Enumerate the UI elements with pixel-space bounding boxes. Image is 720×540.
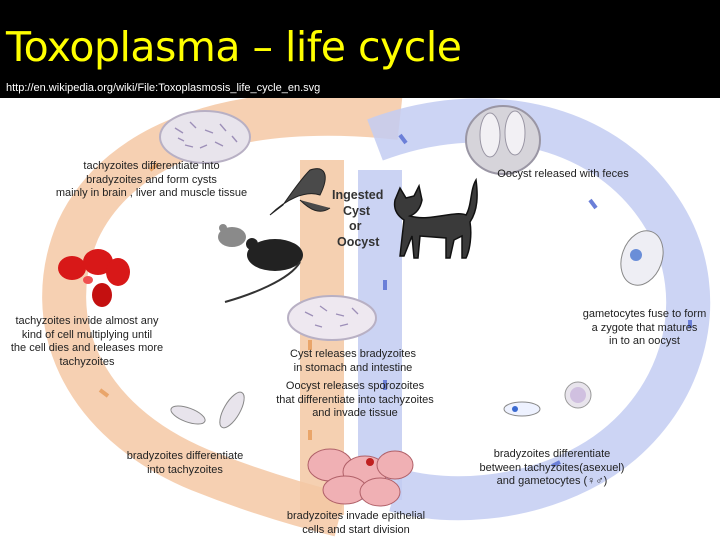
epithelial-cells-icon xyxy=(307,448,414,507)
oocyst-icon xyxy=(465,105,541,175)
title-bar: Toxoplasma – life cycle http://en.wikipe… xyxy=(0,0,720,98)
bird-icon xyxy=(269,168,331,216)
tissue-cyst-icon xyxy=(159,110,251,164)
slide-title: Toxoplasma – life cycle xyxy=(6,23,462,71)
red-blood-cells-icon xyxy=(58,249,130,307)
label-oocyst-released: Oocyst released with feces xyxy=(497,168,629,180)
mouse-icon xyxy=(218,227,246,247)
zygote-icon xyxy=(620,230,664,286)
rat-icon xyxy=(247,239,303,271)
cycle-illustration xyxy=(42,98,711,537)
gametocyte-icon xyxy=(503,401,541,417)
tachyzoite-icon xyxy=(170,405,206,425)
cat-icon xyxy=(393,177,478,259)
intestine-cyst-icon xyxy=(287,295,377,341)
label-ingested: Ingested Cyst or Oocyst xyxy=(332,188,384,249)
source-url: http://en.wikipedia.org/wiki/File:Toxopl… xyxy=(6,82,321,94)
